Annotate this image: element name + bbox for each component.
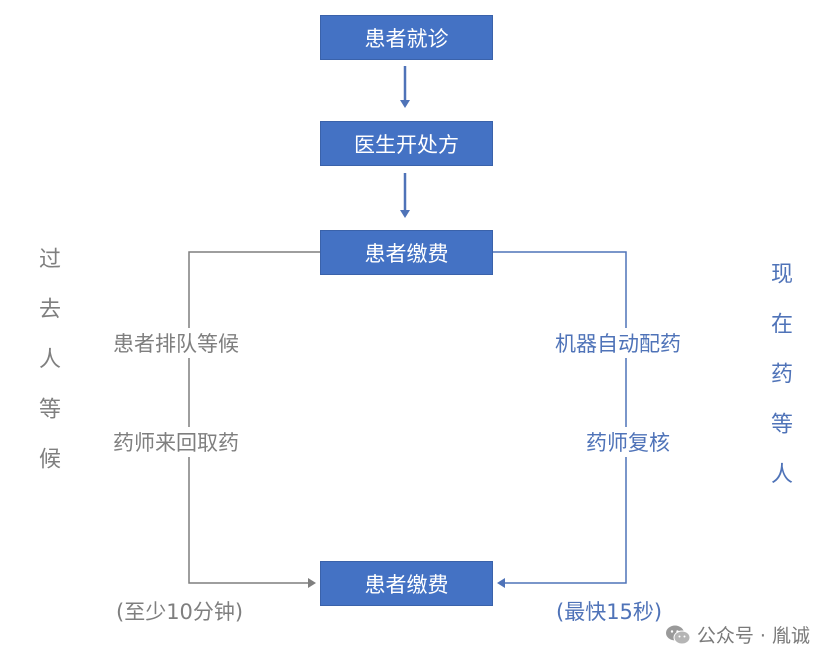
left-time-label: (至少10分钟) [112, 596, 248, 626]
box-patient-visit: 患者就诊 [320, 15, 493, 60]
right-time-label: (最快15秒) [552, 596, 667, 626]
watermark: 公众号 · 胤诚 [665, 621, 810, 648]
wechat-icon [665, 625, 691, 644]
left-path-line [188, 251, 320, 588]
box-patient-pay-bottom: 患者缴费 [320, 561, 493, 606]
right-step-auto-dispense: 机器自动配药 [551, 328, 685, 358]
left-step-fetch-drug: 药师来回取药 [109, 427, 243, 457]
box-doctor-prescribe: 医生开处方 [320, 121, 493, 166]
side-label-now: 现在药等人 [767, 262, 792, 512]
side-label-past: 过去人等候 [35, 247, 60, 497]
box-patient-pay-top: 患者缴费 [320, 230, 493, 275]
watermark-text: 公众号 · 胤诚 [696, 625, 810, 647]
right-path-line [493, 251, 627, 588]
right-step-review: 药师复核 [582, 427, 674, 457]
left-step-queue: 患者排队等候 [109, 328, 243, 358]
